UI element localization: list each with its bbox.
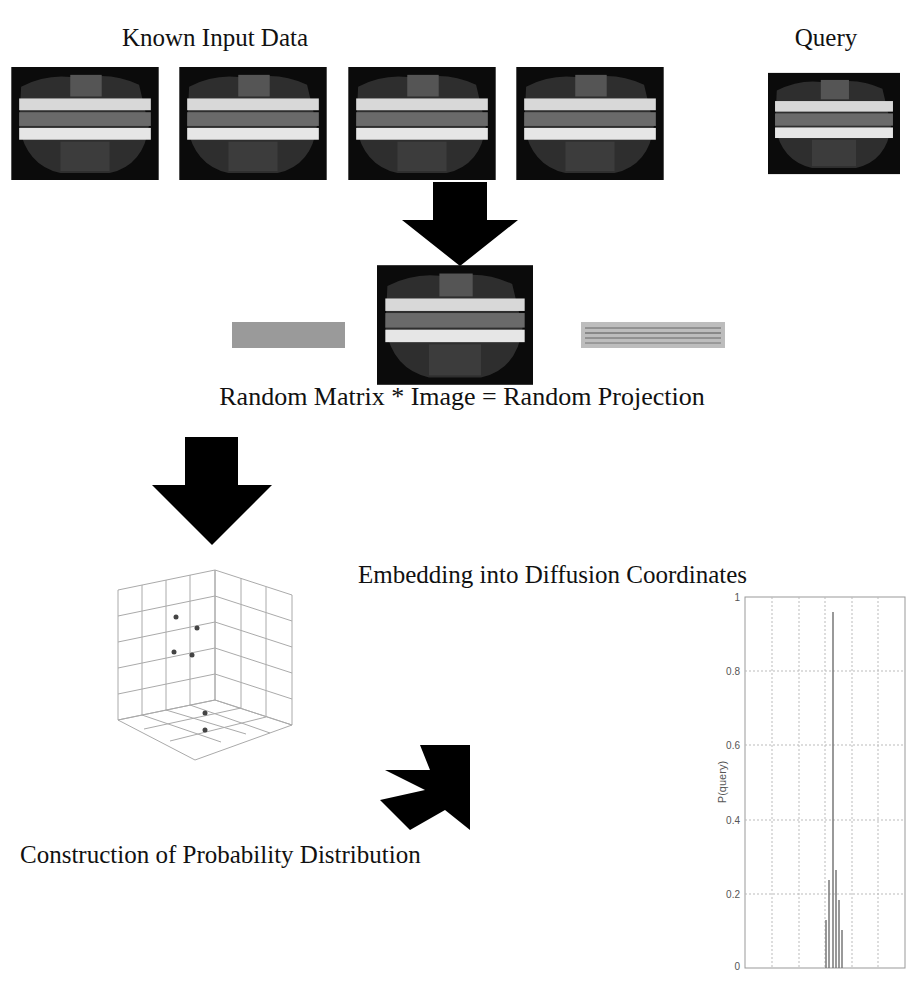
- axis-label: 0.2: [725, 889, 741, 900]
- input-images: [11, 67, 900, 180]
- diagonal-arrow: [380, 745, 470, 830]
- axis-label: 1: [733, 592, 741, 603]
- probability-plot: [745, 597, 905, 968]
- caption-text: Embedding into Diffusion Coordinates: [358, 561, 747, 589]
- caption-text: Random Matrix * Image = Random Projectio…: [219, 383, 704, 412]
- random-matrix: [232, 322, 345, 348]
- caption-text: Construction of Probability Distribution: [20, 841, 421, 869]
- axis-label: 0: [733, 961, 741, 972]
- caption-text: Query: [795, 24, 857, 52]
- diffusion-cube: [118, 570, 292, 760]
- axis-label: 0.4: [725, 815, 741, 826]
- random-projection: [581, 322, 725, 348]
- down-arrow: [152, 437, 272, 545]
- caption-text: Known Input Data: [122, 24, 308, 52]
- axis-label: 0.8: [725, 666, 741, 677]
- axis-label: 0.6: [725, 740, 741, 751]
- center-image: [377, 265, 533, 385]
- axis-label: P(query): [716, 760, 728, 804]
- down-arrow: [402, 182, 518, 266]
